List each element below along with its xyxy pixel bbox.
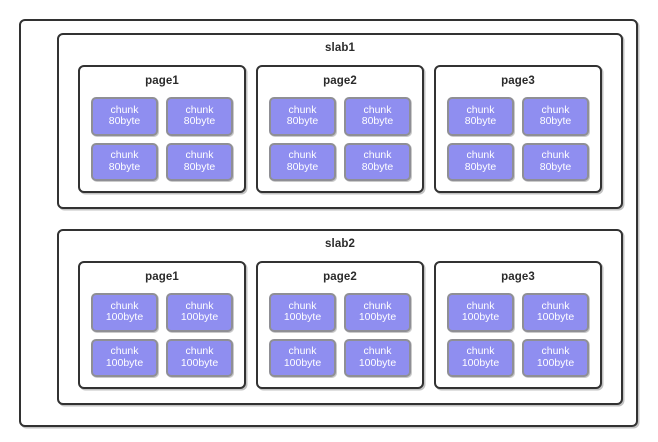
chunk-name: chunk xyxy=(185,103,214,116)
chunk-grid: chunk 100byte chunk 100byte chunk 100byt… xyxy=(91,293,233,377)
chunk-box: chunk 100byte xyxy=(269,293,336,332)
page-box: page1 chunk 100byte chunk 100byte chunk xyxy=(78,261,246,389)
slab-box: slab2 page1 chunk 100byte chunk 100byte xyxy=(57,229,623,405)
pages-row: page1 chunk 80byte chunk 80byte chunk 80 xyxy=(78,65,602,193)
page-box: page3 chunk 80byte chunk 80byte chunk 80 xyxy=(434,65,602,193)
chunk-name: chunk xyxy=(363,103,392,116)
chunk-grid: chunk 100byte chunk 100byte chunk 100byt… xyxy=(447,293,589,377)
chunk-box: chunk 100byte xyxy=(344,293,411,332)
chunk-name: chunk xyxy=(185,149,214,161)
chunk-name: chunk xyxy=(541,299,570,312)
chunk-grid: chunk 100byte chunk 100byte chunk 100byt… xyxy=(269,293,411,377)
chunk-size: 100byte xyxy=(536,311,575,324)
chunk-box: chunk 80byte xyxy=(91,97,158,136)
page-box: page2 chunk 80byte chunk 80byte chunk 80 xyxy=(256,65,424,193)
chunk-box: chunk 80byte xyxy=(344,97,411,136)
chunk-name: chunk xyxy=(466,149,495,161)
chunk-box: chunk 80byte xyxy=(269,142,336,181)
page-title: page3 xyxy=(501,271,535,283)
chunk-name: chunk xyxy=(110,103,139,116)
chunk-size: 100byte xyxy=(283,311,322,324)
chunk-size: 100byte xyxy=(180,311,219,324)
page-box: page2 chunk 100byte chunk 100byte chunk xyxy=(256,261,424,389)
chunk-box: chunk 80byte xyxy=(344,142,411,181)
chunk-box: chunk 100byte xyxy=(91,338,158,377)
chunk-box: chunk 80byte xyxy=(91,142,158,181)
chunk-size: 80byte xyxy=(183,160,216,173)
chunk-grid: chunk 80byte chunk 80byte chunk 80byte xyxy=(91,97,233,181)
slab-title: slab2 xyxy=(325,238,355,250)
chunk-box: chunk 100byte xyxy=(344,338,411,377)
chunk-box: chunk 80byte xyxy=(447,97,514,136)
chunk-size: 100byte xyxy=(461,356,500,369)
chunk-size: 80byte xyxy=(361,160,394,173)
chunk-box: chunk 100byte xyxy=(166,338,233,377)
chunk-box: chunk 80byte xyxy=(166,142,233,181)
chunk-size: 80byte xyxy=(286,115,319,128)
chunk-size: 100byte xyxy=(283,356,322,369)
chunk-box: chunk 100byte xyxy=(166,293,233,332)
chunk-size: 80byte xyxy=(108,160,141,173)
chunk-name: chunk xyxy=(288,299,317,312)
chunk-size: 80byte xyxy=(539,160,572,173)
chunk-size: 100byte xyxy=(358,356,397,369)
chunk-name: chunk xyxy=(110,149,139,161)
page-box: page1 chunk 80byte chunk 80byte chunk 80 xyxy=(78,65,246,193)
chunk-size: 100byte xyxy=(358,311,397,324)
chunk-name: chunk xyxy=(363,345,392,357)
chunk-name: chunk xyxy=(185,299,214,312)
chunk-box: chunk 100byte xyxy=(447,338,514,377)
chunk-size: 100byte xyxy=(180,356,219,369)
chunk-grid: chunk 80byte chunk 80byte chunk 80byte xyxy=(447,97,589,181)
chunk-box: chunk 100byte xyxy=(522,293,589,332)
chunk-name: chunk xyxy=(541,149,570,161)
chunk-size: 80byte xyxy=(464,115,497,128)
chunk-size: 100byte xyxy=(461,311,500,324)
chunk-size: 100byte xyxy=(105,311,144,324)
chunk-size: 100byte xyxy=(536,356,575,369)
page-title: page1 xyxy=(145,271,179,283)
slab-box: slab1 page1 chunk 80byte chunk 80byte xyxy=(57,33,623,209)
chunk-name: chunk xyxy=(185,345,214,357)
chunk-name: chunk xyxy=(466,345,495,357)
page-title: page2 xyxy=(323,271,357,283)
chunk-name: chunk xyxy=(466,299,495,312)
chunk-size: 80byte xyxy=(539,115,572,128)
chunk-box: chunk 100byte xyxy=(522,338,589,377)
page-box: page3 chunk 100byte chunk 100byte chunk xyxy=(434,261,602,389)
chunk-box: chunk 80byte xyxy=(522,97,589,136)
chunk-box: chunk 80byte xyxy=(269,97,336,136)
page-title: page1 xyxy=(145,75,179,87)
chunk-box: chunk 100byte xyxy=(447,293,514,332)
chunk-box: chunk 80byte xyxy=(166,97,233,136)
page-title: page2 xyxy=(323,75,357,87)
chunk-size: 80byte xyxy=(361,115,394,128)
chunk-grid: chunk 80byte chunk 80byte chunk 80byte xyxy=(269,97,411,181)
chunk-box: chunk 80byte xyxy=(447,142,514,181)
chunk-name: chunk xyxy=(466,103,495,116)
chunk-name: chunk xyxy=(288,345,317,357)
chunk-size: 80byte xyxy=(286,160,319,173)
page-title: page3 xyxy=(501,75,535,87)
chunk-size: 80byte xyxy=(464,160,497,173)
chunk-size: 100byte xyxy=(105,356,144,369)
chunk-size: 80byte xyxy=(108,115,141,128)
chunk-box: chunk 100byte xyxy=(269,338,336,377)
slab-title: slab1 xyxy=(325,42,355,54)
chunk-name: chunk xyxy=(110,299,139,312)
chunk-name: chunk xyxy=(363,299,392,312)
pages-row: page1 chunk 100byte chunk 100byte chunk xyxy=(78,261,602,389)
chunk-name: chunk xyxy=(541,103,570,116)
chunk-name: chunk xyxy=(288,149,317,161)
chunk-box: chunk 80byte xyxy=(522,142,589,181)
memory-container: slab1 page1 chunk 80byte chunk 80byte xyxy=(19,19,638,427)
chunk-box: chunk 100byte xyxy=(91,293,158,332)
chunk-name: chunk xyxy=(288,103,317,116)
chunk-name: chunk xyxy=(541,345,570,357)
chunk-size: 80byte xyxy=(183,115,216,128)
chunk-name: chunk xyxy=(110,345,139,357)
chunk-name: chunk xyxy=(363,149,392,161)
